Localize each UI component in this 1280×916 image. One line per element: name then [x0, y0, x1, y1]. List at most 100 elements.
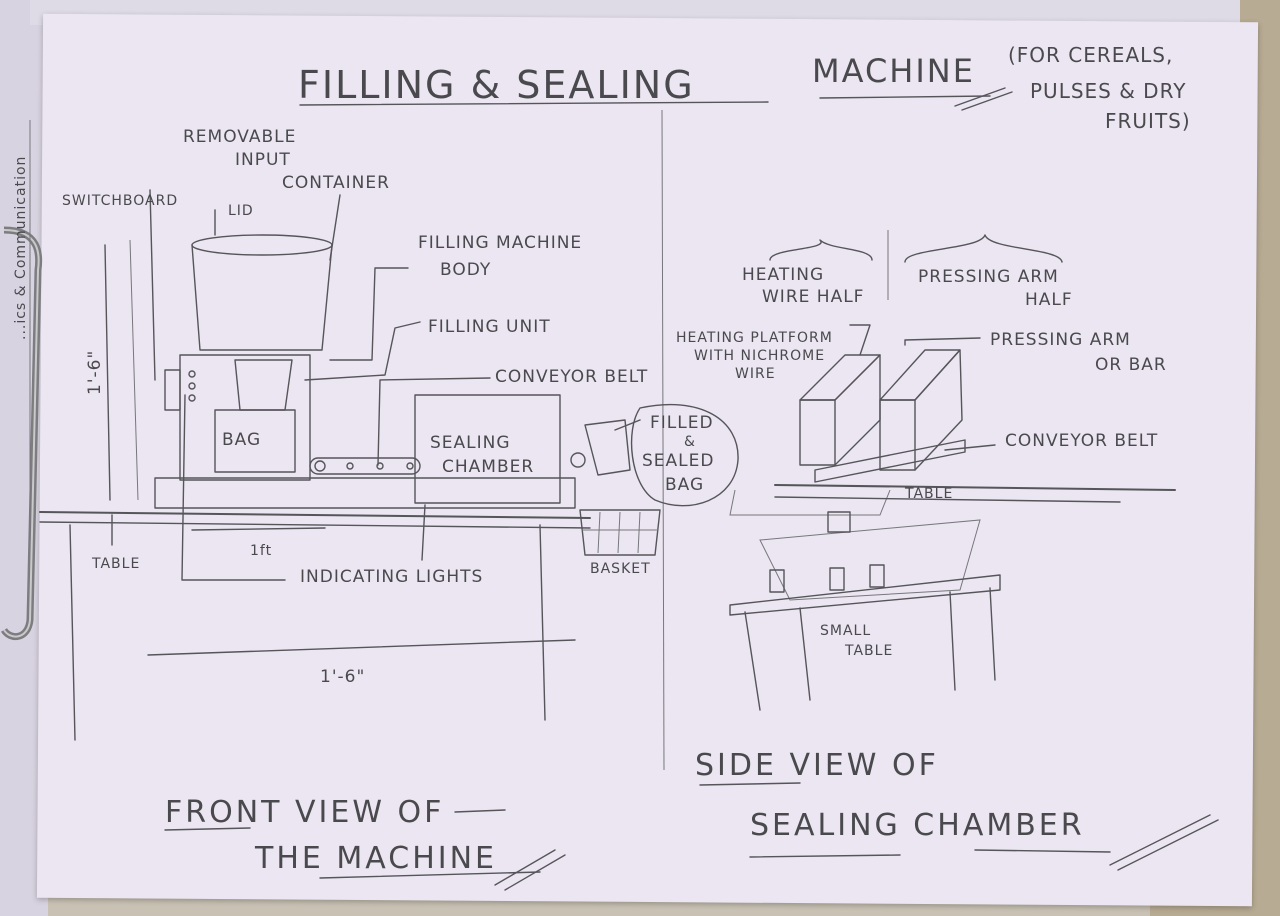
leader-switchboard — [149, 189, 156, 381]
front-table-edge — [39, 521, 591, 529]
side-conveyor-belt — [814, 439, 966, 483]
label-pressing-half-1: PRESSING ARM — [918, 267, 1059, 287]
conveyor-roller-1 — [314, 460, 326, 472]
caption-side-line2: SEALING CHAMBER — [750, 808, 1085, 843]
side-basket — [759, 519, 981, 601]
label-filled: FILLED — [650, 413, 714, 433]
brace-heating — [769, 239, 873, 261]
front-conveyor-belt — [309, 457, 421, 475]
leader-sealing-lights — [421, 504, 426, 561]
title-note-line3: FRUITS) — [1105, 109, 1191, 133]
binder-clip — [1, 226, 43, 640]
label-pressing-arm-2: OR BAR — [1095, 355, 1167, 375]
leader-to-side — [729, 489, 891, 516]
basket-line-3 — [637, 511, 641, 554]
label-lid: LID — [228, 203, 254, 219]
pressing-block-front — [879, 399, 916, 471]
filling-machine-body — [179, 354, 311, 481]
leader-filled-bag — [614, 419, 641, 431]
label-bag: BAG — [222, 430, 261, 450]
label-pressing-half-2: HALF — [1025, 290, 1073, 310]
front-table-top — [39, 511, 591, 519]
label-dim-1ft: 1ft — [250, 543, 272, 559]
heating-block-front — [799, 399, 836, 466]
small-table-leg-2 — [799, 607, 811, 701]
small-table-top — [729, 574, 1001, 616]
title-note-line1: (FOR CEREALS, — [1008, 43, 1173, 67]
caption-side-underline-2 — [749, 854, 901, 858]
basket-outline — [579, 509, 661, 556]
label-heating-wire-2: WIRE HALF — [762, 287, 864, 307]
front-table-leg-left — [69, 524, 76, 741]
label-sealed-bag: BAG — [665, 475, 704, 495]
front-table-leg-right — [539, 524, 546, 721]
title-machine-underline — [819, 95, 991, 99]
label-side-conveyor: CONVEYOR BELT — [1005, 431, 1158, 451]
sealed-bag-sketch — [584, 419, 631, 476]
side-bag-3 — [869, 564, 885, 588]
binder-margin-text: ...ics & Communication — [13, 156, 29, 340]
caption-front-slash-1 — [494, 849, 556, 886]
heating-block-side — [834, 354, 881, 466]
title-slash-1 — [954, 87, 1006, 107]
conveyor-roller-3 — [376, 462, 384, 470]
side-table-top — [774, 484, 1176, 491]
label-filling-body-1: FILLING MACHINE — [418, 233, 582, 253]
caption-side-slash-1 — [1109, 814, 1211, 866]
caption-front-slash-2 — [504, 854, 566, 891]
caption-front-underline-1 — [164, 827, 251, 831]
leader-body — [329, 267, 409, 361]
side-bag-2 — [829, 567, 845, 591]
input-container — [191, 244, 333, 351]
leader-indicating-lights — [181, 394, 286, 581]
small-table-leg-4 — [989, 587, 996, 681]
basket-line-1 — [597, 511, 601, 554]
label-heating-platform-2: WITH NICHROME — [694, 348, 825, 364]
side-bag-1 — [769, 569, 785, 593]
label-indicating-lights: INDICATING LIGHTS — [300, 567, 483, 587]
title-note-line2: PULSES & DRY — [1030, 79, 1186, 103]
machine-base — [154, 477, 576, 509]
label-ampersand: & — [684, 434, 696, 450]
leader-side-conveyor — [944, 444, 996, 451]
label-small-table-2: TABLE — [844, 643, 893, 659]
leader-conveyor — [377, 377, 491, 466]
label-pressing-arm-1: PRESSING ARM — [990, 330, 1131, 350]
label-sealing-1: SEALING — [430, 433, 511, 453]
leader-filling-unit — [304, 321, 421, 381]
title-slash-2 — [961, 91, 1013, 111]
label-input: INPUT — [235, 150, 291, 170]
leader-heating-platform — [849, 324, 871, 356]
dim-height-line-2 — [129, 239, 139, 501]
caption-side-line1: SIDE VIEW OF — [695, 748, 939, 783]
label-heating-wire-1: HEATING — [742, 265, 824, 285]
label-sealed: SEALED — [642, 451, 714, 471]
brace-pressing — [904, 234, 1063, 263]
label-switchboard: SWITCHBOARD — [62, 193, 178, 209]
title-machine: MACHINE — [812, 52, 975, 90]
caption-front-line2: THE MACHINE — [254, 841, 497, 876]
pressing-block-top — [879, 349, 961, 401]
label-removable: REMOVABLE — [183, 127, 296, 147]
label-filling-body-2: BODY — [440, 260, 491, 280]
pressing-block-side — [914, 349, 963, 471]
leader-pressing-arm — [904, 337, 981, 346]
switchboard-box — [164, 369, 181, 411]
label-heating-platform-1: HEATING PLATFORM — [676, 330, 833, 346]
caption-front-underline-3 — [319, 871, 541, 879]
indicator-light-3 — [188, 394, 196, 402]
label-dim-width: 1'-6" — [320, 667, 365, 687]
label-side-table: TABLE — [904, 486, 953, 502]
container-lid — [191, 234, 333, 256]
label-container: CONTAINER — [282, 173, 390, 193]
label-front-conveyor: CONVEYOR BELT — [495, 367, 648, 387]
label-heating-platform-3: WIRE — [735, 366, 776, 382]
caption-front-line1: FRONT VIEW OF — [165, 795, 444, 830]
bag-outline — [214, 409, 296, 473]
side-falling-bag — [827, 511, 851, 533]
caption-front-underline-2 — [454, 809, 506, 813]
basket-line-2 — [617, 511, 621, 554]
center-divider — [661, 109, 665, 771]
